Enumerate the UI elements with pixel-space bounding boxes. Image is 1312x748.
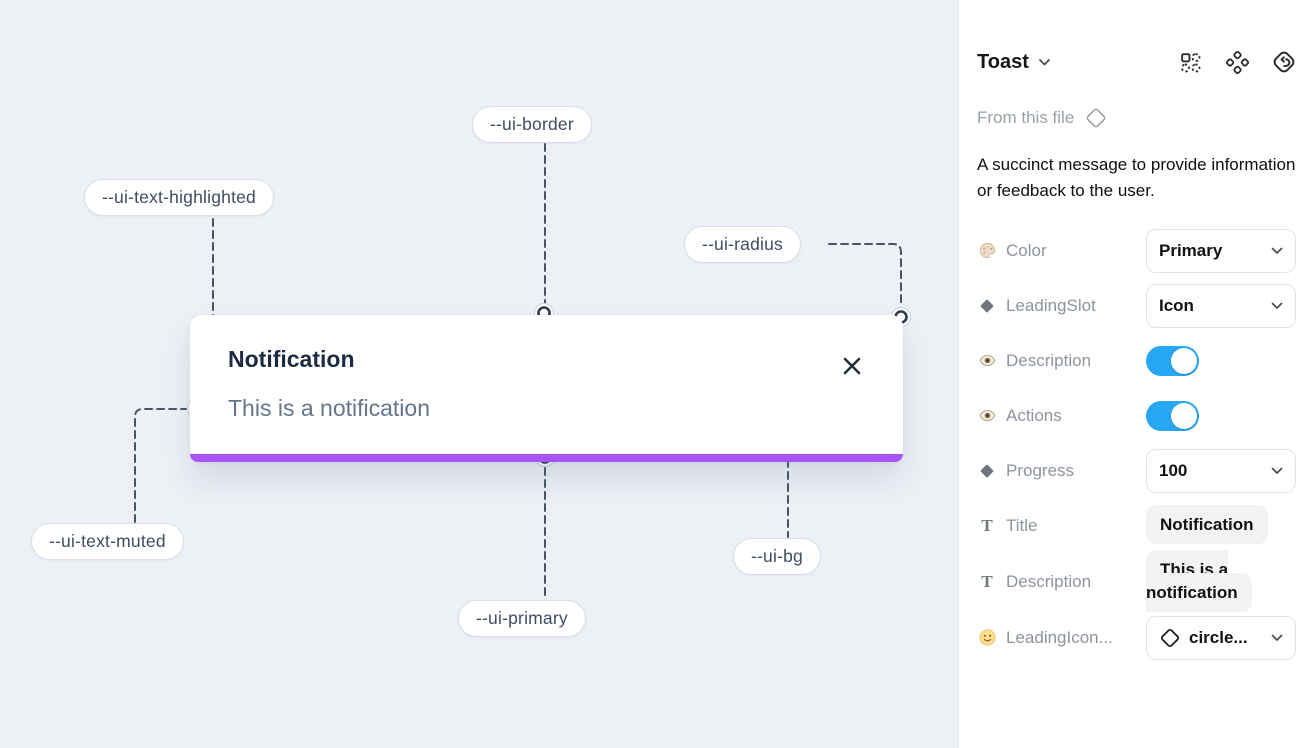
property-list: Color Primary LeadingSlot Icon <box>977 228 1296 660</box>
instance-grid-icon <box>1180 52 1200 72</box>
toggle-knob <box>1171 402 1197 429</box>
diamond-icon <box>977 463 997 479</box>
prop-label: Progress <box>977 461 1074 481</box>
variable-label-ui-border: --ui-border <box>472 106 592 143</box>
prop-row-leadingicon: LeadingIcon... circle... <box>977 615 1296 660</box>
toast-title: Notification <box>228 346 355 372</box>
eye-icon <box>977 351 997 370</box>
text-icon: T <box>981 571 993 591</box>
color-select[interactable]: Primary <box>1146 228 1296 273</box>
text-icon: T <box>981 515 993 535</box>
prop-row-color: Color Primary <box>977 228 1296 273</box>
prop-label: Actions <box>977 406 1062 426</box>
prop-label-text: LeadingIcon... <box>1006 627 1113 647</box>
icon-diamond-outline <box>1160 628 1180 647</box>
prop-label-text: Color <box>1006 240 1047 260</box>
palette-icon <box>977 241 997 260</box>
prop-label-text: Description <box>1006 571 1092 591</box>
diamond-icon <box>977 298 997 314</box>
component-description: A succinct message to provide informatio… <box>977 155 1296 201</box>
select-value: Icon <box>1159 295 1194 315</box>
title-field[interactable]: Notification <box>1146 505 1268 545</box>
prop-row-leadingslot: LeadingSlot Icon <box>977 283 1296 328</box>
leadingicon-select[interactable]: circle... <box>1146 615 1296 660</box>
prop-label: LeadingSlot <box>977 296 1096 316</box>
chevron-down-icon <box>1271 634 1283 641</box>
prop-label-text: Title <box>1006 515 1038 535</box>
component-diamonds-icon <box>1225 50 1249 74</box>
chevron-down-icon <box>1271 247 1283 254</box>
panel-header: Toast <box>977 50 1296 74</box>
component-title-dropdown[interactable] <box>1038 58 1051 67</box>
detach-undo-icon <box>1273 51 1295 73</box>
variable-label-ui-bg: --ui-bg <box>733 538 821 575</box>
properties-panel: Toast <box>958 0 1312 748</box>
prop-row-actions-toggle: Actions <box>977 394 1296 438</box>
toast-progress-bar <box>190 454 903 462</box>
prop-label: T Description <box>977 572 1091 592</box>
chevron-down-icon <box>1271 467 1283 474</box>
description-toggle[interactable] <box>1146 345 1199 376</box>
prop-label: T Title <box>977 515 1038 536</box>
description-field[interactable]: This is a notification <box>1146 549 1252 612</box>
source-row: From this file <box>977 106 1296 130</box>
prop-row-progress: Progress 100 <box>977 448 1296 493</box>
prop-label-text: LeadingSlot <box>1006 295 1096 315</box>
select-value: Primary <box>1159 240 1223 260</box>
progress-select[interactable]: 100 <box>1146 448 1296 493</box>
x-close-icon <box>843 357 861 375</box>
component-title: Toast <box>977 50 1029 73</box>
prop-label: Color <box>977 241 1047 261</box>
variable-label-ui-primary: --ui-primary <box>458 600 586 637</box>
file-diamond-icon <box>1086 108 1106 128</box>
variable-label-ui-text-highlighted: --ui-text-highlighted <box>84 179 274 216</box>
select-value: circle... <box>1189 627 1248 647</box>
instance-grid-button[interactable] <box>1178 50 1202 74</box>
prop-label-text: Progress <box>1006 460 1075 480</box>
chevron-down-icon <box>1271 302 1283 309</box>
toggle-knob <box>1171 347 1197 374</box>
prop-label-text: Actions <box>1006 405 1062 425</box>
prop-row-title: T Title Notification <box>977 504 1296 548</box>
source-label: From this file <box>977 108 1075 127</box>
component-button[interactable] <box>1225 50 1249 74</box>
prop-label: Description <box>977 351 1091 371</box>
prop-label: LeadingIcon... <box>977 628 1113 648</box>
toast-component[interactable]: Notification This is a notification <box>190 315 903 462</box>
actions-toggle[interactable] <box>1146 400 1199 431</box>
detach-button[interactable] <box>1272 50 1296 74</box>
select-value: 100 <box>1159 460 1188 480</box>
prop-row-description-text: T Description This is a notification <box>977 549 1296 612</box>
chevron-down-icon <box>1038 58 1050 65</box>
prop-label-text: Description <box>1006 350 1092 370</box>
eye-icon <box>977 406 997 425</box>
toast-description: This is a notification <box>228 395 430 421</box>
variable-label-ui-text-muted: --ui-text-muted <box>31 523 184 560</box>
smiley-icon <box>977 628 997 647</box>
canvas: --ui-border --ui-text-highlighted --ui-r… <box>0 0 958 748</box>
close-button[interactable] <box>841 355 863 377</box>
leadingslot-select[interactable]: Icon <box>1146 283 1296 328</box>
variable-label-ui-radius: --ui-radius <box>684 226 801 263</box>
prop-row-description-toggle: Description <box>977 339 1296 383</box>
